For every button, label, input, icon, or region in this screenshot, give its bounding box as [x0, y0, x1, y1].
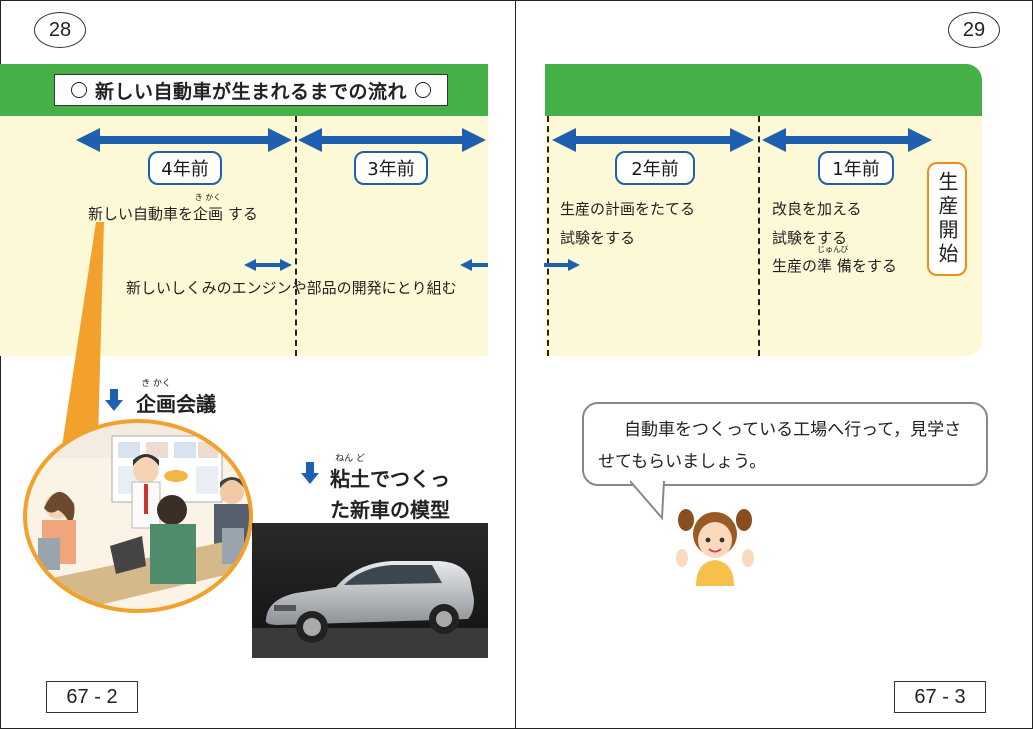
plan-step-1: 生産の計画をたてる: [560, 200, 696, 218]
ruby-reading: き かく: [141, 379, 171, 389]
arrow-down-icon: [105, 389, 123, 411]
meeting-illustration: [23, 419, 253, 613]
ruby-word: じゅん準: [817, 245, 841, 276]
meeting-heading-rest: 会議: [176, 392, 216, 416]
year-divider-line: [758, 116, 760, 356]
planning-text: 新しい自動車を: [88, 205, 194, 223]
arrow-left-icon: [460, 259, 488, 271]
improve-text: 生産の: [772, 257, 818, 275]
improve-step-3: 生産のじゅん準 び備をする: [772, 245, 897, 276]
year-label-4: 4年前: [148, 151, 222, 185]
speech-bubble: 自動車をつくっている工場へ行って，見学させてもらいましょう。: [582, 402, 988, 486]
ruby-reading: ねん ど: [335, 454, 365, 464]
year-label-1: 1年前: [818, 151, 894, 185]
page-number-right: 29: [948, 12, 1000, 48]
page-divider: [515, 0, 516, 729]
double-arrow-icon: [762, 128, 932, 152]
double-arrow-small-icon: [244, 259, 292, 271]
speech-text: 自動車をつくっている工場へ行って，見学させてもらいましょう。: [598, 420, 962, 472]
clay-heading-rest: でつくっ: [370, 467, 450, 491]
production-start-text: 生産開始: [935, 171, 959, 267]
year-label-2: 2年前: [615, 151, 695, 185]
improve-text-end: をする: [851, 257, 897, 275]
ruby-base: 備: [836, 257, 852, 275]
ruby-reading: び: [840, 245, 849, 254]
plan-step-2: 試験をする: [560, 229, 636, 247]
production-start-label: 生産開始: [927, 162, 967, 276]
planning-step: 新しい自動車をき かく企画 する: [88, 193, 258, 224]
page-code-right: 67 - 3: [894, 681, 986, 713]
ruby-base: 粘土: [330, 467, 370, 491]
planning-text-end: する: [227, 205, 258, 223]
year-label-3: 3年前: [354, 151, 428, 185]
double-arrow-icon: [552, 128, 754, 152]
ruby-base: 準: [817, 257, 833, 275]
year-divider-line: [295, 116, 297, 356]
timeline-title: 新しい自動車が生まれるまでの流れ: [54, 74, 449, 106]
year-divider-line: [547, 116, 549, 356]
ruby-word: き かく企画: [136, 379, 176, 417]
ruby-word: ねん ど粘土: [330, 454, 370, 492]
title-band-right: [545, 64, 982, 116]
speech-bubble-tail: [630, 480, 665, 521]
clay-model-heading-line2: た新車の模型: [330, 498, 450, 522]
ruby-word: き かく企画: [193, 193, 224, 224]
improve-step-1: 改良を加える: [772, 200, 862, 218]
timeline-title-text: 新しい自動車が生まれるまでの流れ: [95, 80, 408, 103]
timeline-arrows-right: [544, 128, 932, 271]
ruby-base: 企画: [136, 392, 176, 416]
meeting-heading: き かく企画会議: [136, 379, 216, 417]
girl-character-illustration: [676, 509, 754, 586]
arrow-right-icon: [544, 259, 580, 271]
ruby-reading: じゅん: [817, 245, 842, 254]
improve-step-2: 試験をする: [772, 229, 848, 247]
page-code-left: 67 - 2: [46, 681, 138, 713]
research-step: 新しいしくみのエンジンや部品の開発にとり組む: [126, 279, 457, 297]
double-arrow-icon: [76, 128, 292, 152]
double-arrow-icon: [298, 128, 486, 152]
page-number-left: 28: [34, 12, 86, 48]
arrow-down-icon: [301, 462, 319, 484]
circle-bullet-icon: [71, 82, 87, 98]
clay-model-heading: ねん ど粘土でつくっ: [330, 454, 450, 492]
ruby-base: 企画: [193, 205, 224, 223]
circle-bullet-icon: [415, 82, 432, 98]
ruby-word: び備: [836, 245, 852, 276]
clay-car-photo: [252, 523, 488, 658]
ruby-reading: き かく: [194, 193, 222, 202]
